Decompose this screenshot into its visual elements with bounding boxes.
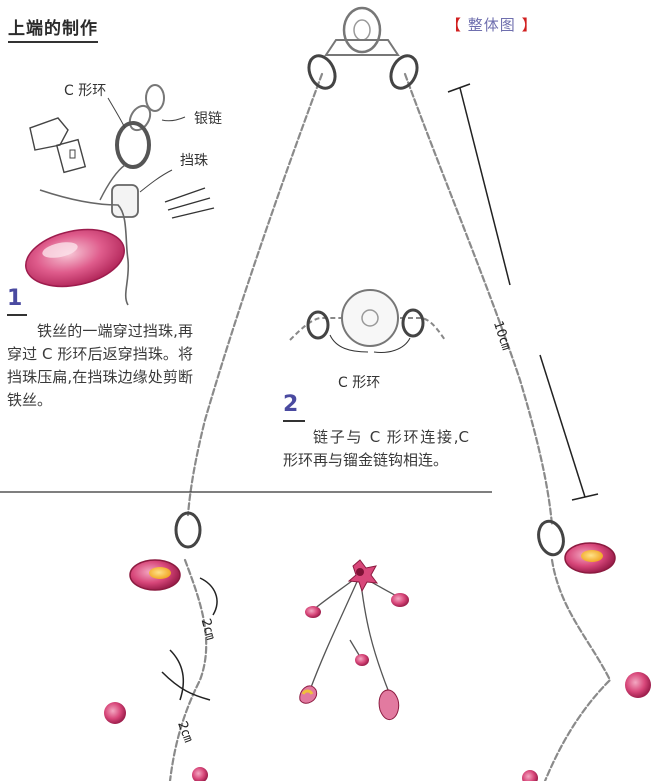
step1-text: 铁丝的一端穿过挡珠,再穿过 C 形环后返穿挡珠。将挡珠压扁,在挡珠边缘处剪断铁丝… <box>7 320 193 412</box>
left-ring <box>176 513 200 547</box>
overview-text: 整体图 <box>468 16 516 34</box>
left-small-bead <box>104 702 126 724</box>
overview-bracket-right: 】 <box>522 16 538 34</box>
bottom-left-bead <box>192 767 208 781</box>
dimension-10cm <box>448 84 598 500</box>
right-small-bead <box>625 672 651 698</box>
right-oval-bead <box>565 543 615 573</box>
right-ring <box>535 518 567 557</box>
overview-bracket-left: 【 <box>446 16 462 34</box>
bottom-right-bead <box>522 770 538 781</box>
page-title: 上端的制作 <box>8 14 98 43</box>
step1-illustration <box>20 85 214 305</box>
overview-label: 【 整体图 】 <box>446 14 538 35</box>
label-silver-chain: 银链 <box>194 108 222 128</box>
top-clasp <box>304 8 422 92</box>
step1-number: 1 <box>7 286 22 311</box>
label-c-ring: C 形环 <box>64 80 106 100</box>
step2-underline <box>283 420 305 422</box>
step2-illustration <box>290 290 445 352</box>
step2-text: 链子与 C 形环连接,C 形环再与镏金链钩相连。 <box>283 426 469 472</box>
center-pendant <box>300 560 409 720</box>
label-step2-c-ring: C 形环 <box>338 372 380 392</box>
left-oval-bead <box>130 560 180 590</box>
step1-underline <box>7 314 27 316</box>
label-crimp-bead: 挡珠 <box>180 150 208 170</box>
step2-number: 2 <box>283 392 298 417</box>
